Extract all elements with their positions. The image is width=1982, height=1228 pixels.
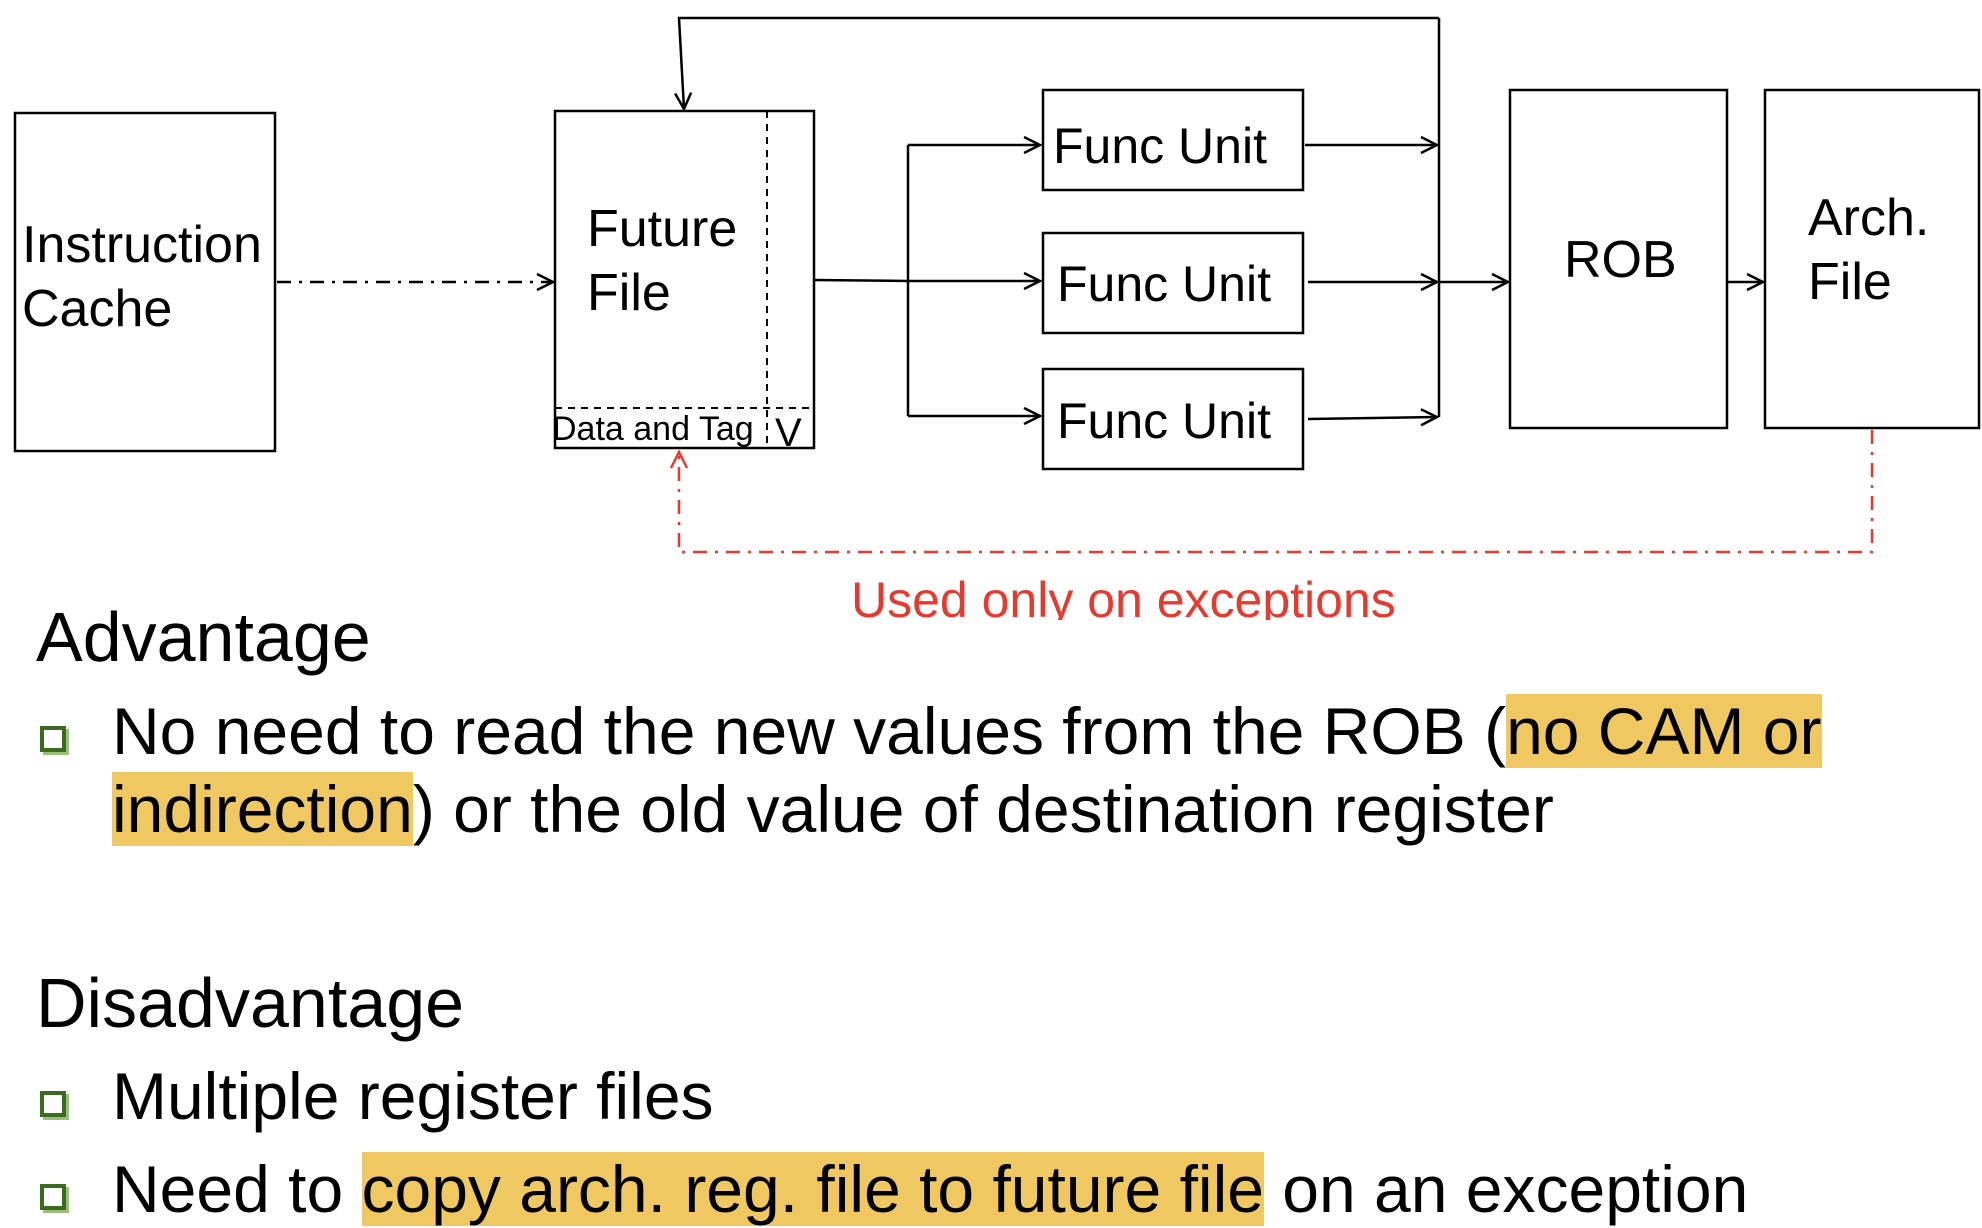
advantage-highlight-2: indirection (112, 772, 413, 846)
future-file-label-line1: Future (587, 200, 737, 258)
disadvantage-bullet-2-text-a: Need to (112, 1152, 362, 1226)
arch-file-label-line2: File (1808, 253, 1892, 311)
future-file-box (553, 109, 816, 450)
advantage-bullet-text-a: No need to read the new values from the … (112, 694, 1507, 768)
advantage-highlight-1: no CAM or (1506, 694, 1822, 768)
bullet-square-icon (40, 1091, 66, 1117)
bullet-square-icon (40, 726, 66, 752)
arch-file-box (1763, 88, 1981, 430)
disadvantage-highlight: copy arch. reg. file to future file (361, 1152, 1264, 1226)
bullet-square-icon (40, 1184, 66, 1210)
disadvantage-heading: Disadvantage (36, 964, 465, 1042)
disadvantage-bullet-2: Need to copy arch. reg. file to future f… (36, 1150, 1936, 1228)
future-file-valid-label: V (775, 411, 802, 455)
func-unit-1-box (1041, 88, 1305, 192)
advantage-bullet: No need to read the new values from the … (36, 692, 1936, 852)
advantage-heading: Advantage (36, 598, 371, 676)
func-unit-3-output-arrow (1307, 417, 1437, 419)
instruction-cache-label-line1: Instruction (22, 216, 262, 274)
writeback-to-future-file-arrow (679, 16, 1439, 109)
func-unit-2-box (1041, 231, 1305, 335)
advantage-bullet-line-1: No need to read the new values from the … (112, 692, 1822, 770)
arch-file-label-line1: Arch. (1808, 189, 1929, 247)
future-file-data-tag-label: Data and Tag (552, 410, 754, 448)
advantage-bullet-line-2: indirection) or the old value of destina… (112, 770, 1554, 848)
disadvantage-bullet-2-text: Need to copy arch. reg. file to future f… (112, 1150, 1748, 1228)
future-file-to-bus-line (813, 278, 909, 283)
instruction-cache-label-line2: Cache (22, 280, 172, 338)
advantage-bullet-text-b: ) or the old value of destination regist… (412, 772, 1554, 846)
func-unit-3-label: Func Unit (1057, 393, 1271, 449)
disadvantage-bullet-2-text-b: on an exception (1263, 1152, 1749, 1226)
func-unit-1-label: Func Unit (1053, 118, 1267, 174)
func-unit-2-label: Func Unit (1057, 256, 1271, 312)
future-file-label-line2: File (587, 264, 671, 322)
disadvantage-bullet-1-text: Multiple register files (112, 1059, 714, 1133)
func-unit-3-box (1041, 367, 1305, 471)
exception-note-label: Used only on exceptions (851, 572, 1396, 620)
disadvantage-bullet-1: Multiple register files (36, 1057, 1936, 1137)
exception-restore-path-arrow (679, 430, 1874, 554)
instruction-cache-box (13, 111, 277, 453)
future-file-diagram: Instruction Cache Future File Data and T… (13, 16, 1981, 620)
rob-box (1508, 88, 1729, 430)
rob-label: ROB (1564, 231, 1677, 289)
